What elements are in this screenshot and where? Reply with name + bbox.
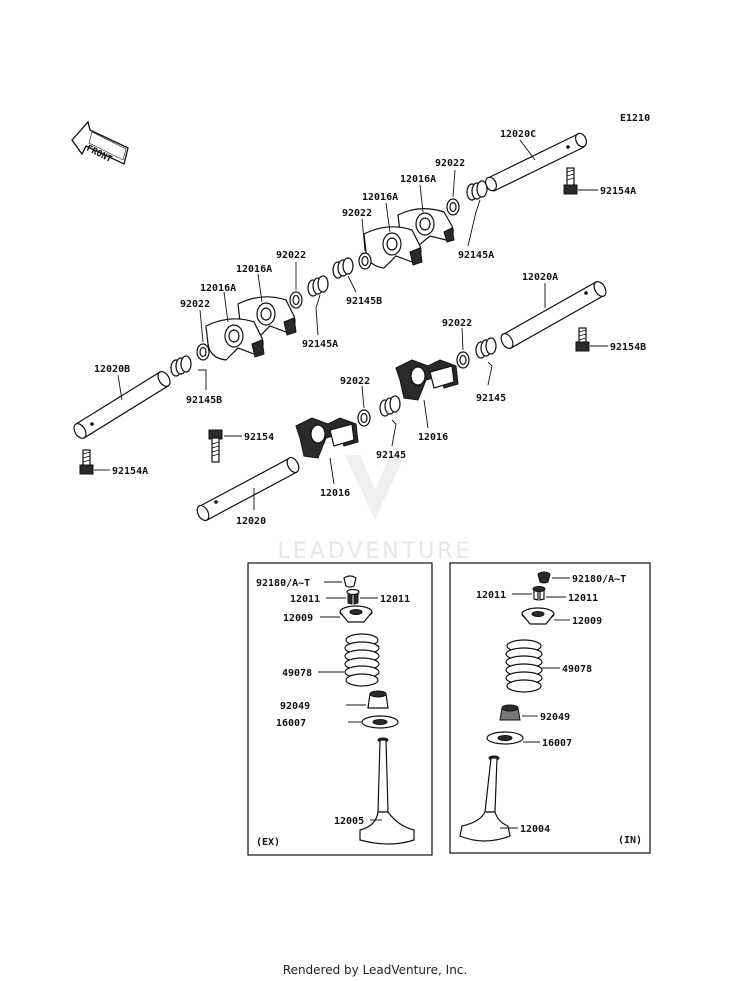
in-valve-12004 [459,755,511,842]
label-92145-b: 92145 [376,450,406,461]
label-92154A-top: 92154A [600,186,636,197]
in-label-12004: 12004 [520,824,550,835]
label-92145B-b: 92145B [186,395,222,406]
ex-retainer-12009 [339,605,373,623]
label-92022-c: 92022 [276,250,306,261]
bolt-92154B [575,327,590,352]
in-seat-16007 [486,731,524,745]
ex-box-label: (EX) [256,837,280,848]
in-keeper-12011 [532,586,546,601]
in-label-92049: 92049 [540,712,570,723]
label-92154B: 92154B [610,342,646,353]
label-92022-a: 92022 [435,158,465,169]
rocker-arm-12016A-b [363,226,423,269]
label-92022-f: 92022 [340,376,370,387]
label-92154: 92154 [244,432,274,443]
washer-92022-a [446,198,460,216]
ex-label-12011-l: 12011 [290,594,320,605]
spring-92145-b [379,395,401,417]
label-12016-b: 12016 [320,488,350,499]
spring-92145B-a [332,257,354,279]
label-12020A: 12020A [522,272,558,283]
shaft-12020B [73,371,171,439]
ex-label-12011-r: 12011 [380,594,410,605]
washer-92022-e [456,351,470,369]
spring-92145-a [475,337,497,359]
label-92022-d: 92022 [180,299,210,310]
label-12020B: 12020B [94,364,130,375]
ex-seal-92049 [367,690,389,709]
label-92022-e: 92022 [442,318,472,329]
ex-label-49078: 49078 [282,668,312,679]
label-12016A-d: 12016A [200,283,236,294]
ex-seat-16007 [361,715,399,729]
in-label-12009: 12009 [572,616,602,627]
label-92145A-a: 92145A [458,250,494,261]
label-12016A-c: 12016A [236,264,272,275]
spring-92145A-b [307,275,329,297]
in-seal-92049 [499,704,521,721]
in-label-92180: 92180/A~T [572,574,626,585]
spring-92145A-a [466,180,488,201]
washer-92022-d [196,343,210,361]
in-cotter-92180 [537,571,551,584]
diagram-code: E1210 [620,113,650,124]
in-label-49078: 49078 [562,664,592,675]
ex-label-16007: 16007 [276,718,306,729]
ex-spring-49078 [344,633,380,687]
in-retainer-12009 [521,607,555,625]
bolt-92154A-left [79,449,94,475]
ex-label-12005: 12005 [334,816,364,827]
washer-92022-b [358,252,372,270]
label-12016-a: 12016 [418,432,448,443]
rocker-arm-12016A-d [205,318,265,361]
ex-valve-12005 [359,737,415,845]
spring-92145B-b [170,355,192,377]
label-92022-b: 92022 [342,208,372,219]
washer-92022-c [289,291,303,309]
label-12016A-a: 12016A [400,174,436,185]
shaft-12020 [196,456,300,522]
rocker-arm-12016-a [395,359,459,401]
ex-label-92049: 92049 [280,701,310,712]
footer-credit: Rendered by LeadVenture, Inc. [282,963,468,977]
ex-valve-box [247,562,433,856]
watermark: LEADVENTURE [278,455,473,564]
bolt-92154A-top [563,167,578,195]
label-12016A-b: 12016A [362,192,398,203]
front-arrow-icon: FRONT [71,120,129,165]
washer-92022-f [357,409,371,427]
ex-label-12009: 12009 [283,613,313,624]
label-92145-a: 92145 [476,393,506,404]
watermark-text: LEADVENTURE [278,539,473,564]
label-12020: 12020 [236,516,266,527]
ex-cotter-92180 [343,575,357,588]
in-spring-49078 [505,639,543,693]
shaft-12020A [500,281,607,349]
label-92145B-a: 92145B [346,296,382,307]
in-label-12011-r: 12011 [568,593,598,604]
rocker-arm-12016-b [295,417,359,459]
label-92145A-b: 92145A [302,339,338,350]
in-label-12011-l: 12011 [476,590,506,601]
ex-keeper-12011 [346,588,360,605]
label-92154A-left: 92154A [112,466,148,477]
bolt-92154 [208,429,223,463]
ex-label-92180: 92180/A~T [256,578,310,589]
label-12020C: 12020C [500,129,536,140]
in-box-label: (IN) [618,835,642,846]
in-label-16007: 16007 [542,738,572,749]
in-valve-box [449,562,651,854]
